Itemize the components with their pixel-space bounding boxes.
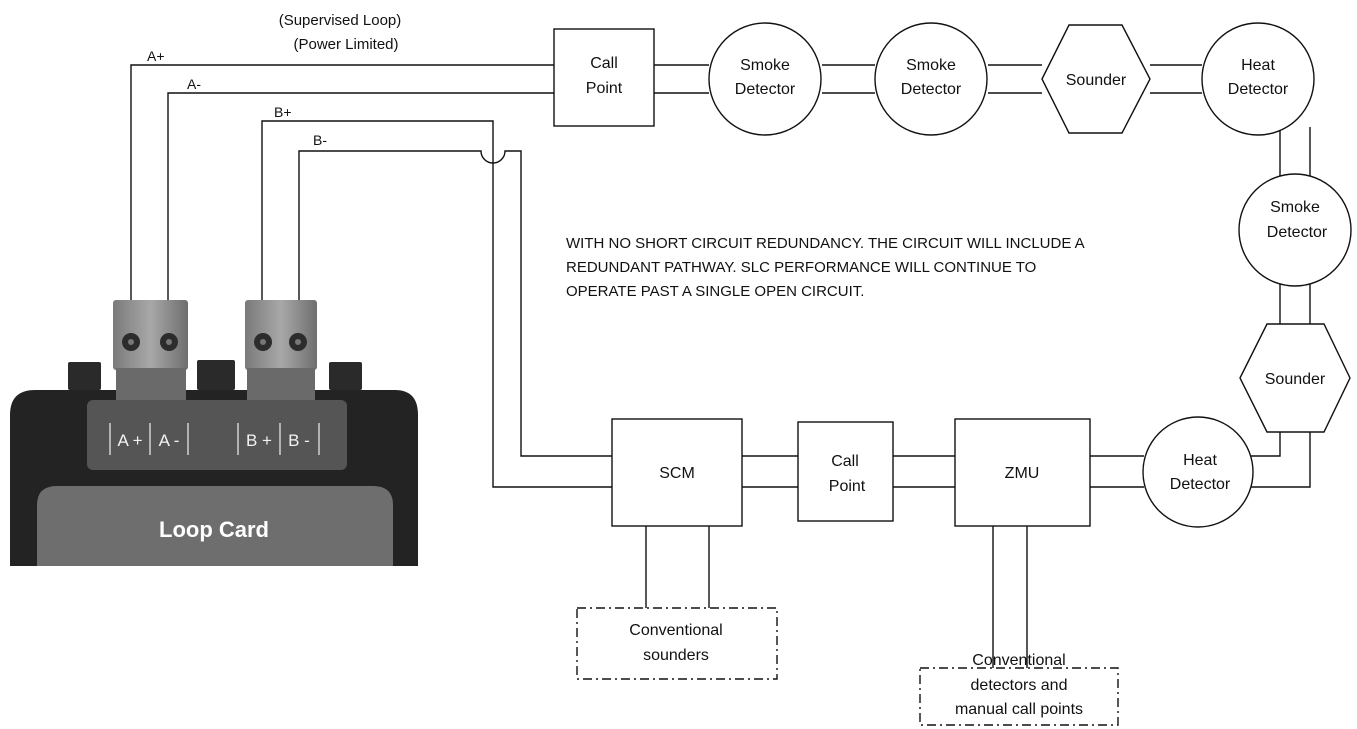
zmu-module: ZMU xyxy=(954,418,1091,527)
wire-a-plus xyxy=(130,64,554,300)
terminal-b-minus-label: B - xyxy=(288,431,310,450)
conventional-sounders-label-1: Conventional xyxy=(629,622,722,639)
link-zmu-conv-detectors xyxy=(992,526,1028,668)
link-zmu-callpoint xyxy=(893,455,955,488)
sounder-right: Sounder xyxy=(1239,323,1351,433)
call-point-top-label-1: Call xyxy=(590,55,618,72)
wire-b-minus xyxy=(298,150,612,457)
loop-header-line1: (Supervised Loop) xyxy=(279,12,402,29)
smoke-detector-2: Smoke Detector xyxy=(874,22,988,136)
link-heat-smoke3 xyxy=(1279,127,1311,184)
call-point-bottom: Call Point xyxy=(797,421,894,522)
conventional-sounders-box: Conventional sounders xyxy=(576,607,778,680)
conventional-detectors-label-3: manual call points xyxy=(955,701,1083,718)
link-heat2-zmu xyxy=(1090,455,1144,488)
smoke-detector-right-label-2: Detector xyxy=(1267,224,1328,241)
note-line-1: WITH NO SHORT CIRCUIT REDUNDANCY. THE CI… xyxy=(566,235,1085,252)
loop-card-title: Loop Card xyxy=(159,517,269,542)
smoke-detector-2-label-1: Smoke xyxy=(906,57,956,74)
terminal-a-minus-label: A - xyxy=(159,431,180,450)
heat-detector-bottom: Heat Detector xyxy=(1142,416,1254,528)
terminal-labels xyxy=(109,423,320,455)
loop-card-foot-2 xyxy=(197,360,235,390)
heat-detector-bottom-label-1: Heat xyxy=(1183,452,1217,469)
smoke-detector-1-label-1: Smoke xyxy=(740,57,790,74)
wire-label-a-minus: A- xyxy=(187,76,201,92)
smoke-detector-right-label-1: Smoke xyxy=(1270,199,1320,216)
conventional-detectors-box: Conventional detectors and manual call p… xyxy=(919,652,1119,726)
heat-detector-top-label-1: Heat xyxy=(1241,57,1275,74)
sounder-top-label: Sounder xyxy=(1066,72,1127,89)
call-point-bottom-label-2: Point xyxy=(829,478,866,495)
wire-a-minus xyxy=(167,92,554,300)
link-sounder-heat xyxy=(1150,64,1202,94)
link-callpoint-smoke1 xyxy=(654,64,709,94)
call-point-bottom-label-1: Call xyxy=(831,453,859,470)
wire-label-a-plus: A+ xyxy=(147,48,165,64)
link-callpoint-scm xyxy=(742,455,798,488)
scm-label: SCM xyxy=(659,465,695,482)
conventional-detectors-label-2: detectors and xyxy=(971,677,1068,694)
wire-b-plus xyxy=(261,120,612,488)
loop-card-title-panel xyxy=(37,486,393,566)
loop-header-line2: (Power Limited) xyxy=(293,36,398,53)
conventional-detectors-label-1: Conventional xyxy=(972,652,1065,669)
link-smoke1-smoke2 xyxy=(822,64,875,94)
heat-detector-bottom-label-2: Detector xyxy=(1170,476,1231,493)
loop-card-foot-1 xyxy=(68,362,101,390)
wire-label-b-plus: B+ xyxy=(274,104,292,120)
note-line-2: REDUNDANT PATHWAY. SLC PERFORMANCE WILL … xyxy=(566,259,1036,276)
conventional-sounders-label-2: sounders xyxy=(643,647,709,664)
link-sounder2-heat2 xyxy=(1248,432,1311,488)
loop-card: A + A - B + B - Loop Card xyxy=(10,300,418,566)
loop-card-foot-3 xyxy=(329,362,362,390)
scm-module: SCM xyxy=(611,418,743,527)
sounder-right-label: Sounder xyxy=(1265,371,1326,388)
smoke-detector-right: Smoke Detector xyxy=(1238,173,1352,287)
terminal-block-a xyxy=(113,300,188,400)
smoke-detector-1: Smoke Detector xyxy=(708,22,822,136)
loop-card-terminal-panel xyxy=(87,400,347,470)
link-smoke2-sounder xyxy=(988,64,1042,94)
note-text: WITH NO SHORT CIRCUIT REDUNDANCY. THE CI… xyxy=(566,235,1085,300)
smoke-detector-1-label-2: Detector xyxy=(735,81,796,98)
loop-wires xyxy=(130,64,1311,668)
heat-detector-top-label-2: Detector xyxy=(1228,81,1289,98)
note-line-3: OPERATE PAST A SINGLE OPEN CIRCUIT. xyxy=(566,283,864,300)
terminal-a-plus-label: A + xyxy=(117,431,142,450)
call-point-top: Call Point xyxy=(553,28,655,127)
terminal-b-plus-label: B + xyxy=(246,431,272,450)
smoke-detector-2-label-2: Detector xyxy=(901,81,962,98)
link-scm-conv-sounders xyxy=(645,526,710,608)
sounder-top: Sounder xyxy=(1041,24,1151,134)
terminal-block-b xyxy=(245,300,317,400)
wire-label-b-minus: B- xyxy=(313,132,327,148)
zmu-label: ZMU xyxy=(1005,465,1040,482)
heat-detector-top: Heat Detector xyxy=(1201,22,1315,136)
call-point-top-label-2: Point xyxy=(586,80,623,97)
